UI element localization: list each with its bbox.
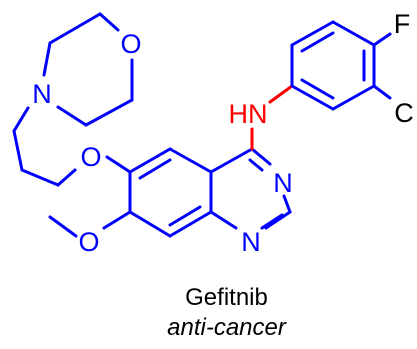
bond	[300, 31, 335, 53]
bond	[331, 20, 376, 47]
bond	[290, 20, 335, 47]
bond	[168, 210, 213, 238]
bond	[48, 12, 102, 45]
bond	[250, 147, 272, 166]
pyrimidine-nitrogen-lower-label: N	[241, 227, 261, 257]
fluorine-label: F	[394, 9, 411, 39]
benzo-ring	[105, 147, 213, 238]
bond	[128, 147, 172, 174]
bond	[209, 147, 254, 174]
bond	[12, 106, 30, 133]
propoxy-chain	[12, 106, 77, 187]
bond	[372, 84, 392, 100]
ether-oxygen-label: O	[80, 142, 101, 172]
bond	[84, 98, 134, 127]
bond	[282, 194, 292, 214]
chlorine-label: C	[394, 98, 414, 128]
bond	[268, 84, 294, 104]
bond	[56, 168, 77, 187]
bond	[56, 105, 88, 127]
bond	[300, 78, 335, 100]
bond	[260, 213, 284, 230]
bond	[42, 41, 52, 77]
drug-name: Gefitnib	[185, 284, 268, 311]
bond	[48, 215, 78, 238]
bond	[20, 168, 60, 187]
bond	[290, 84, 335, 111]
bond	[264, 210, 292, 230]
pyrimidine-ring	[209, 147, 292, 230]
methoxy-oxygen-label: O	[78, 227, 99, 257]
bond	[209, 210, 238, 230]
bond	[12, 129, 24, 172]
morpholine-nitrogen-label: N	[32, 79, 52, 109]
amine-label: HN	[229, 99, 268, 129]
bond	[168, 147, 213, 174]
bond	[331, 84, 376, 111]
bond	[105, 155, 132, 174]
bond	[128, 210, 172, 238]
pyrimidine-nitrogen-upper-label: N	[273, 168, 293, 198]
bond	[138, 158, 172, 180]
bond	[168, 205, 202, 227]
aniline-ring	[290, 20, 376, 111]
bond	[248, 158, 264, 172]
morpholine-oxygen-label: O	[120, 29, 141, 59]
morpholine-ring	[42, 12, 134, 127]
bond	[372, 32, 392, 47]
bond	[102, 210, 132, 230]
bond	[98, 12, 120, 32]
drug-activity: anti-cancer	[167, 314, 286, 341]
methoxy-group	[48, 210, 132, 238]
